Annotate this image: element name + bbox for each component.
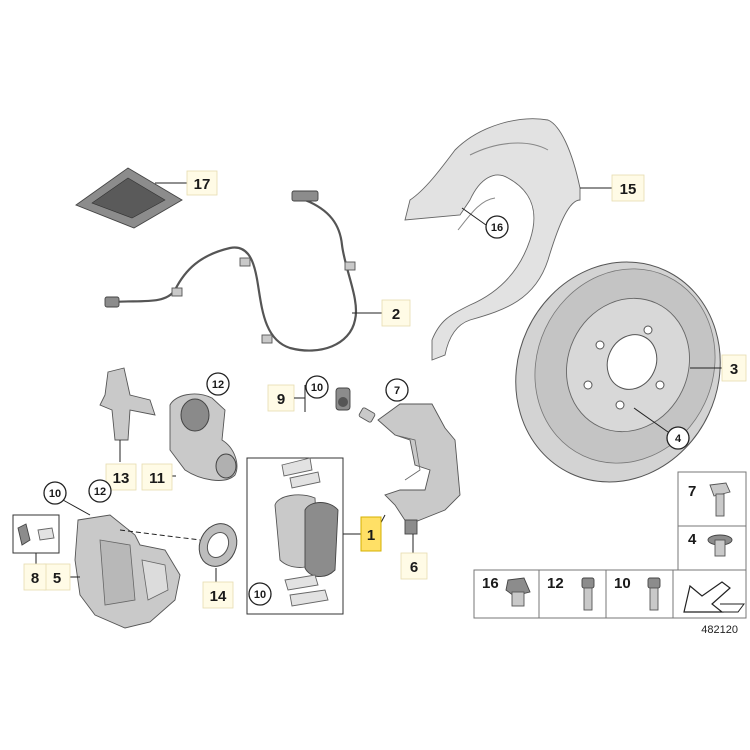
label-box-11	[141, 463, 173, 491]
legend-12[interactable]: 12	[547, 575, 564, 592]
legend-16[interactable]: 16	[482, 575, 499, 592]
label-box-17	[186, 170, 218, 196]
reference-number: 482120	[701, 624, 738, 636]
leader-16a	[461, 207, 487, 226]
callout-8[interactable]: 8	[31, 570, 39, 587]
legend-10[interactable]: 10	[614, 575, 631, 592]
label-box-15	[611, 174, 645, 202]
label-box-3	[721, 354, 747, 382]
callout-2[interactable]: 2	[392, 306, 400, 323]
callout-10c[interactable]: 10	[254, 589, 266, 601]
legend-4[interactable]: 4	[688, 531, 697, 548]
part-17-pad[interactable]	[75, 167, 183, 229]
label-box-5	[43, 563, 71, 591]
callout-13[interactable]: 13	[113, 470, 130, 487]
part-15-backing-plate[interactable]	[404, 118, 581, 361]
callout-10a[interactable]: 10	[311, 382, 323, 394]
view-direction-arrow-icon	[683, 581, 745, 613]
callout-15[interactable]: 15	[620, 181, 637, 198]
callout-11[interactable]: 11	[149, 470, 165, 487]
leader-10b	[62, 499, 91, 516]
bolt-4-icon	[707, 534, 733, 557]
callout-12b[interactable]: 12	[94, 486, 106, 498]
callout-circle-16a	[485, 215, 509, 239]
callout-10b[interactable]: 10	[49, 488, 61, 500]
leader-dash	[119, 529, 201, 541]
callout-circle-10b	[43, 481, 67, 505]
legend-7[interactable]: 7	[688, 483, 696, 500]
label-box-14	[202, 581, 234, 609]
callout-16a[interactable]: 16	[491, 222, 503, 234]
callout-circle-10c	[248, 582, 272, 606]
callout-circle-12a	[206, 372, 230, 396]
nut-16-icon	[505, 577, 531, 607]
callout-9[interactable]: 9	[277, 391, 285, 408]
bolt-10-icon	[647, 577, 661, 611]
callout-circle-7a	[385, 378, 409, 402]
callout-4[interactable]: 4	[675, 433, 682, 445]
label-box-6	[400, 552, 428, 580]
fastener-legend	[473, 471, 747, 619]
label-box-1	[360, 516, 382, 552]
callout-5[interactable]: 5	[53, 570, 61, 587]
part-3-brake-disc[interactable]	[480, 228, 750, 516]
callout-6[interactable]: 6	[410, 559, 418, 576]
part-9-guide-pin[interactable]	[335, 387, 376, 423]
callout-circle-4	[666, 426, 690, 450]
part-11-actuator[interactable]	[169, 393, 238, 481]
bolt-12-icon	[581, 577, 595, 611]
part-6-carrier[interactable]	[377, 403, 461, 535]
callout-circle-10a	[305, 375, 329, 399]
leader-9	[294, 385, 306, 412]
callout-3[interactable]: 3	[730, 361, 738, 378]
part-2-wear-sensor[interactable]	[104, 190, 358, 352]
callout-12a[interactable]: 12	[212, 379, 224, 391]
part-1-brake-pads[interactable]	[274, 457, 339, 607]
part-8-clips[interactable]	[17, 523, 55, 546]
callout-14[interactable]: 14	[210, 588, 227, 605]
callout-circle-12b	[88, 479, 112, 503]
callout-17[interactable]: 17	[194, 176, 211, 193]
part-5-caliper[interactable]	[74, 514, 181, 629]
callout-1[interactable]: 1	[367, 527, 375, 544]
leader-4	[633, 407, 669, 433]
label-box-8	[23, 563, 47, 591]
pad-kit-frame	[246, 457, 344, 615]
part-14-seal-ring[interactable]	[192, 517, 243, 572]
label-box-13	[105, 463, 137, 491]
callout-7a[interactable]: 7	[394, 385, 400, 397]
part-13-bracket[interactable]	[99, 367, 156, 441]
label-box-2	[381, 299, 411, 327]
bolt-7-icon	[709, 482, 731, 517]
